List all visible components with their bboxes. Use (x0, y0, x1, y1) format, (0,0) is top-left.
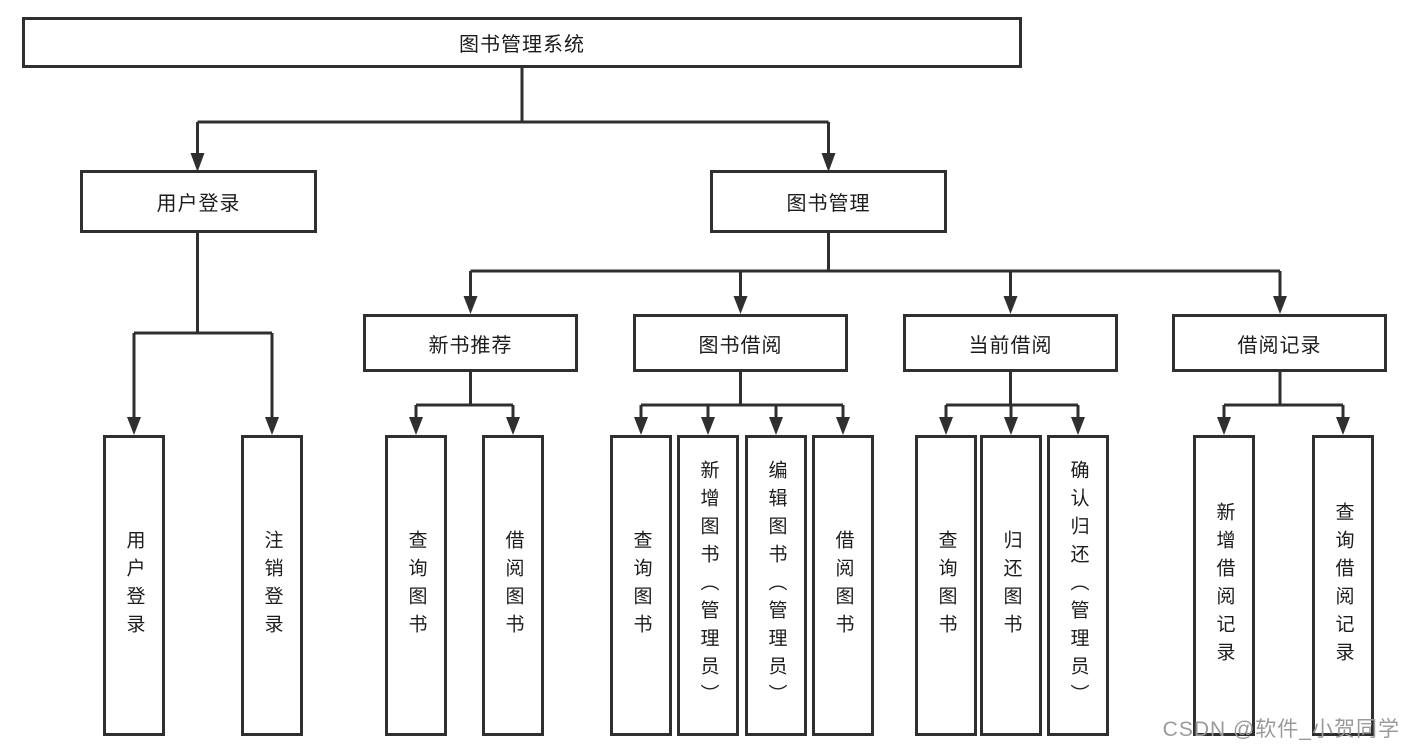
node-book-management: 图书管理 (710, 170, 947, 233)
csdn-watermark: CSDN @软件_小贺同学 (1162, 718, 1400, 741)
node-new-book-recommend: 新书推荐 (363, 314, 578, 372)
node-root-system: 图书管理系统 (22, 17, 1022, 68)
node-user-login: 用户登录 (80, 170, 317, 233)
leaf-borrow-books: 借阅图书 (812, 435, 874, 736)
node-current-borrow: 当前借阅 (903, 314, 1118, 372)
leaf-return-books: 归还图书 (980, 435, 1042, 736)
leaf-query-books-recommend: 查询图书 (385, 435, 447, 736)
leaf-logout: 注销登录 (241, 435, 303, 736)
leaf-borrow-books-recommend: 借阅图书 (482, 435, 544, 736)
node-book-borrow: 图书借阅 (633, 314, 848, 372)
node-borrow-records: 借阅记录 (1172, 314, 1387, 372)
leaf-query-books-borrow: 查询图书 (610, 435, 672, 736)
leaf-add-borrow-record: 新增借阅记录 (1193, 435, 1255, 736)
leaf-query-books-current: 查询图书 (915, 435, 977, 736)
leaf-add-book-admin: 新增图书（管理员） (677, 435, 739, 736)
leaf-edit-book-admin: 编辑图书（管理员） (745, 435, 807, 736)
leaf-user-login: 用户登录 (103, 435, 165, 736)
leaf-confirm-return-admin: 确认归还（管理员） (1047, 435, 1109, 736)
leaf-query-borrow-record: 查询借阅记录 (1312, 435, 1374, 736)
